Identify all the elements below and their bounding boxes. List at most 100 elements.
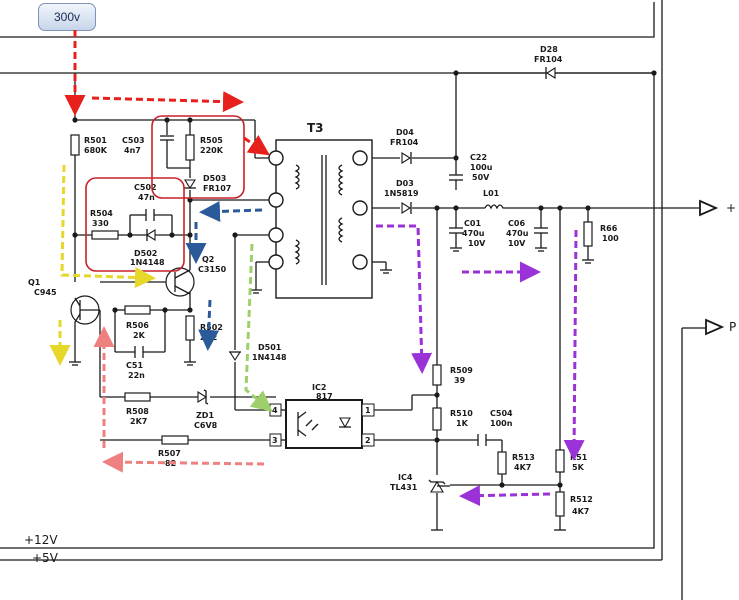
flow-arrow-red-3 <box>243 134 270 156</box>
capacitor-c22: C22 100u 50V <box>449 153 493 190</box>
svg-text:C06: C06 <box>508 219 525 228</box>
svg-text:1N4148: 1N4148 <box>252 353 287 362</box>
svg-text:1: 1 <box>365 406 371 415</box>
junction-dots <box>72 70 657 488</box>
svg-text:P: P <box>729 320 736 334</box>
resistor-r512: R512 4K7 <box>555 491 593 517</box>
svg-text:D501: D501 <box>258 343 282 352</box>
zener-zd1: ZD1 C6V8 <box>194 389 218 430</box>
rail-5v-label: +5V <box>32 551 59 565</box>
svg-text:100n: 100n <box>490 419 513 428</box>
svg-text:IC2: IC2 <box>312 383 326 392</box>
svg-text:330: 330 <box>92 219 109 228</box>
svg-text:FR104: FR104 <box>534 55 563 64</box>
svg-text:39: 39 <box>454 376 466 385</box>
transistor-q1: Q1 C945 <box>28 278 100 325</box>
capacitor-c504: C504 100n <box>477 409 513 446</box>
svg-text:R506: R506 <box>126 321 149 330</box>
transformer-t3: T3 <box>268 121 373 299</box>
svg-text:C01: C01 <box>464 219 481 228</box>
resistor-r51: R51 5K <box>555 449 588 473</box>
optocoupler-ic2: IC2 817 4 3 1 2 <box>269 383 375 449</box>
svg-text:FR107: FR107 <box>203 184 231 193</box>
flow-arrow-green <box>244 243 273 412</box>
rail-12v-label: +12V <box>24 533 58 547</box>
svg-text:470u: 470u <box>506 229 529 238</box>
svg-text:4K7: 4K7 <box>572 507 589 516</box>
svg-text:D502: D502 <box>134 249 157 258</box>
resistor-r508: R508 2K7 <box>124 392 151 426</box>
svg-text:C945: C945 <box>34 288 57 297</box>
svg-text:R510: R510 <box>450 409 473 418</box>
svg-text:2K: 2K <box>133 331 146 340</box>
svg-text:3: 3 <box>272 436 278 445</box>
resistor-r504: R504 330 <box>90 209 119 240</box>
resistor-r506: R506 2K <box>124 305 151 340</box>
diode-d28: D28 FR104 <box>534 45 563 79</box>
svg-text:C6V8: C6V8 <box>194 421 218 430</box>
svg-text:R66: R66 <box>600 224 618 233</box>
svg-text:C51: C51 <box>126 361 143 370</box>
svg-text:R508: R508 <box>126 407 149 416</box>
capacitor-c502: C502 47n <box>134 183 157 221</box>
resistor-r502: R502 2R2 <box>185 315 223 342</box>
inductor-l01: L01 <box>483 189 505 210</box>
ground-symbol-left <box>250 261 269 294</box>
resistor-r501: R501 680K <box>70 134 108 156</box>
svg-text:ZD1: ZD1 <box>196 411 214 420</box>
svg-text:C22: C22 <box>470 153 487 162</box>
transistor-q2: Q2 C3150 <box>165 255 227 297</box>
flow-arrow-blue-3 <box>198 299 220 351</box>
svg-text:5K: 5K <box>572 463 585 472</box>
output-terminal-mid: P <box>705 318 736 336</box>
svg-text:R502: R502 <box>200 323 223 332</box>
svg-text:D503: D503 <box>203 174 226 183</box>
svg-text:4: 4 <box>272 406 278 415</box>
svg-text:47n: 47n <box>138 193 155 202</box>
flow-arrow-purple-1 <box>376 224 433 374</box>
wiring <box>0 0 706 600</box>
resistor-r66: R66 100 <box>583 221 619 247</box>
svg-text:R509: R509 <box>450 366 473 375</box>
ground-symbol <box>380 269 392 274</box>
diode-d503: D503 FR107 <box>184 174 231 193</box>
svg-text:470u: 470u <box>462 229 485 238</box>
flow-arrow-red-2 <box>91 91 244 113</box>
svg-text:T3: T3 <box>307 121 324 135</box>
svg-text:R504: R504 <box>90 209 113 218</box>
svg-text:FR104: FR104 <box>390 138 419 147</box>
svg-text:L01: L01 <box>483 189 500 198</box>
svg-text:TL431: TL431 <box>390 483 418 492</box>
flow-arrow-pink-1 <box>102 451 265 473</box>
svg-text:680K: 680K <box>84 146 108 155</box>
svg-text:C503: C503 <box>122 136 145 145</box>
svg-text:R505: R505 <box>200 136 223 145</box>
svg-text:4n7: 4n7 <box>124 146 141 155</box>
svg-text:817: 817 <box>316 392 333 401</box>
capacitor-c503: C503 4n7 <box>122 135 174 155</box>
capacitor-c51: C51 22n <box>126 346 145 380</box>
svg-text:2K7: 2K7 <box>130 417 147 426</box>
svg-text:D28: D28 <box>540 45 558 54</box>
svg-text:C3150: C3150 <box>198 265 227 274</box>
svg-text:C502: C502 <box>134 183 157 192</box>
svg-text:C504: C504 <box>490 409 513 418</box>
svg-text:100: 100 <box>602 234 619 243</box>
voltage-callout: 300v <box>38 3 96 31</box>
shunt-regulator-ic4: IC4 TL431 <box>390 473 450 493</box>
resistor-r505: R505 220K <box>185 134 224 161</box>
capacitor-c01: C01 470u 10V <box>449 219 486 248</box>
diode-d502: D502 1N4148 <box>130 229 165 267</box>
diode-d03: D03 1N5819 <box>384 179 419 214</box>
svg-text:4K7: 4K7 <box>514 463 531 472</box>
diode-d501: D501 1N4148 <box>229 343 287 362</box>
svg-text:100u: 100u <box>470 163 493 172</box>
flow-arrow-yellow-1 <box>60 164 156 288</box>
resistor-r513: R513 4K7 <box>497 451 535 475</box>
svg-text:R501: R501 <box>84 136 107 145</box>
svg-text:Q1: Q1 <box>28 278 41 287</box>
resistor-r509: R509 39 <box>432 364 473 386</box>
svg-text:10V: 10V <box>508 239 526 248</box>
